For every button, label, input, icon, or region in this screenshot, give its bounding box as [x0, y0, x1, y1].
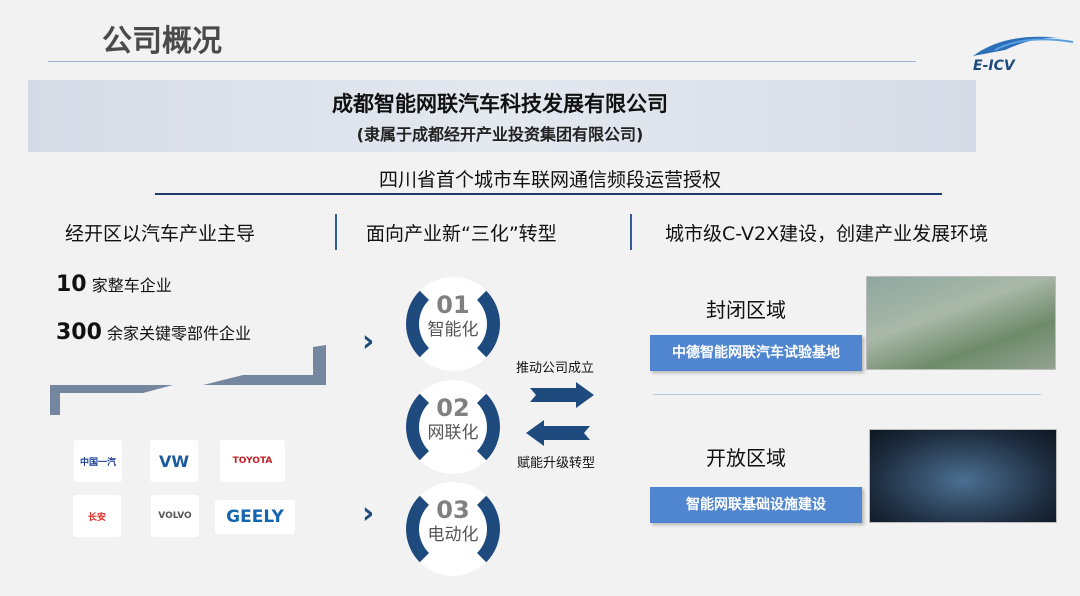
divider	[48, 61, 916, 62]
bracket-decoration	[50, 345, 326, 415]
authorization-text: 四川省首个城市车联网通信频段运营授权	[378, 169, 721, 191]
arrow-right-icon	[530, 382, 594, 408]
brand-logo-toyota: TOYOTA	[220, 440, 285, 482]
column-heading: 经开区以汽车产业主导	[65, 223, 256, 245]
stat-number: 300	[56, 320, 102, 345]
divider	[335, 214, 337, 250]
company-banner	[28, 80, 976, 152]
svg-text:E-ICV: E-ICV	[973, 58, 1016, 73]
test-base-photo	[866, 276, 1056, 370]
divider	[653, 394, 1041, 395]
arrow-label-backward: 赋能升级转型	[517, 456, 596, 471]
brand-logo-volvo: VOLVO	[151, 495, 199, 537]
brand-logo-vw: VW	[150, 440, 198, 482]
divider	[630, 214, 632, 250]
eicv-logo: E-ICV	[973, 36, 1074, 73]
column-heading: 面向产业新“三化”转型	[366, 223, 557, 245]
zone-button: 智能网联基础设施建设	[650, 487, 862, 523]
zone-title: 封闭区域	[706, 298, 786, 322]
arrow-left-icon	[526, 420, 590, 446]
brand-logo-faw: 中国一汽	[74, 440, 122, 482]
stat-label: 余家关键零部件企业	[107, 324, 252, 343]
chevron-right-icon: ›	[362, 324, 375, 359]
stat-item: 10 家整车企业	[56, 272, 172, 297]
arrow-label-forward: 推动公司成立	[516, 361, 595, 376]
page-title: 公司概况	[102, 24, 222, 59]
divider	[155, 193, 942, 195]
platform-screenshot	[869, 429, 1057, 523]
chevron-right-icon: ›	[362, 496, 375, 531]
brand-logo-changan: 长安	[73, 495, 121, 537]
stat-label: 家整车企业	[91, 276, 172, 295]
zone-button: 中德智能网联汽车试验基地	[650, 335, 862, 371]
brand-logo-geely: GEELY	[215, 500, 295, 534]
stat-item: 300 余家关键零部件企业	[56, 320, 251, 345]
company-name: 成都智能网联汽车科技发展有限公司	[332, 92, 668, 116]
stat-number: 10	[56, 272, 87, 297]
column-heading: 城市级C-V2X建设，创建产业发展环境	[665, 223, 989, 245]
zone-title: 开放区域	[706, 446, 786, 470]
company-parent: (隶属于成都经开产业投资集团有限公司)	[356, 125, 644, 144]
